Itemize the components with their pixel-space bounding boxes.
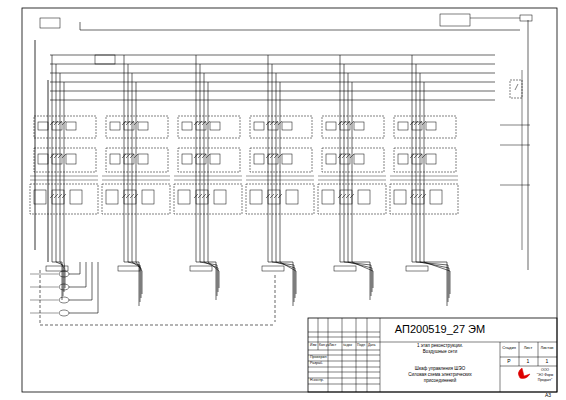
title-block-text: ООО [541, 369, 549, 373]
title-block-text: Продакт" [538, 379, 553, 383]
title-block-text: Н.контр. [310, 379, 324, 383]
title-block-text: Лист [524, 346, 533, 350]
title-block-text: 1 [546, 359, 549, 364]
title-block-text: Лист [329, 344, 336, 347]
title-block-text: А3 [545, 393, 551, 398]
title-block-text: Разраб. [310, 362, 323, 366]
title-block-text: Листов [541, 346, 554, 350]
title-block-text: "ЭО Форм [537, 374, 553, 378]
title-block-text: Воздушные сети [423, 350, 458, 355]
title-block-text: присоединений [424, 379, 456, 384]
title-block-text: Изм [310, 344, 316, 347]
title-block-text: Шкаф управления ШЭО [415, 367, 465, 372]
title-block-text: Проверил [310, 356, 327, 360]
title-block-text: №док [343, 344, 352, 347]
title-block-text: Кол.уч [319, 344, 329, 347]
title-block-text: Дата [368, 344, 376, 347]
title-block-text: Р [507, 359, 510, 364]
title-block-text: Стадия [502, 346, 516, 350]
title-block-text: Подп [357, 344, 365, 347]
title-block-text: 1 [527, 359, 530, 364]
title-block-text: Силовая схема электрических [408, 373, 472, 378]
title-block-text: 1 этап реконструкции. [417, 344, 463, 349]
drawing-code: АП200519_27 ЭМ [395, 324, 485, 335]
